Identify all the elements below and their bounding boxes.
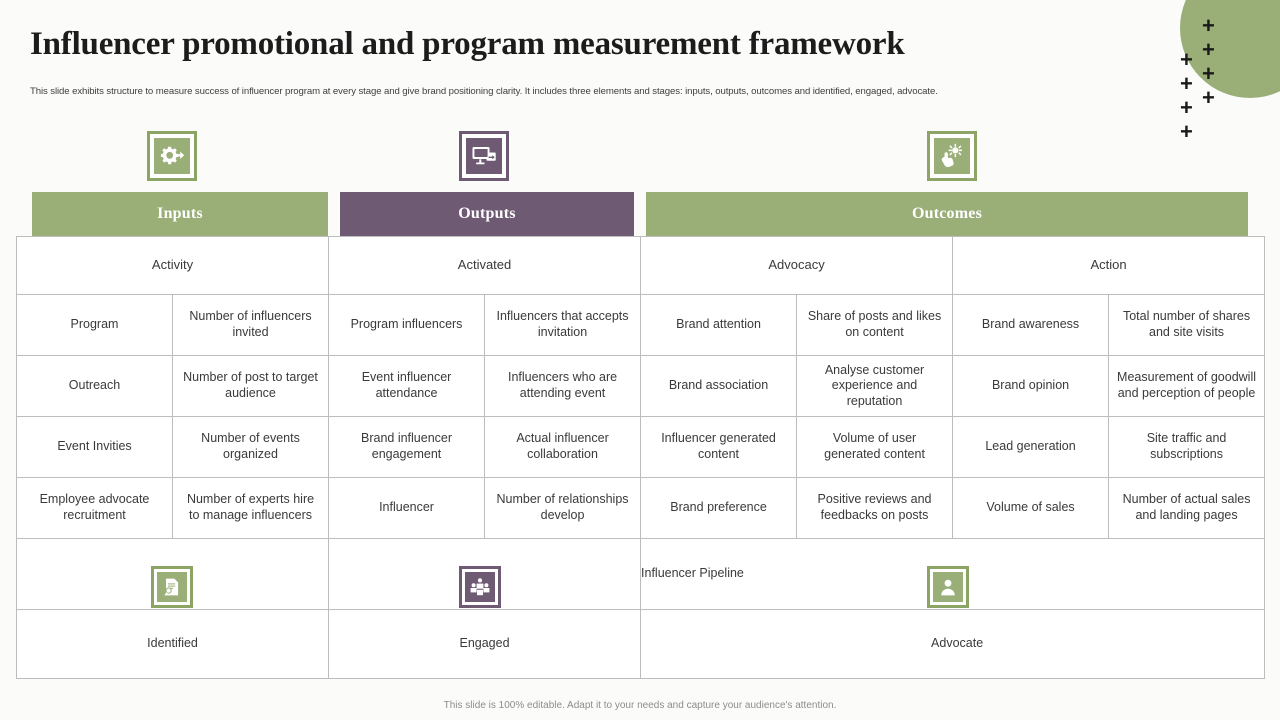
plus-icon: + — [1202, 37, 1215, 62]
page-subtitle: This slide exhibits structure to measure… — [30, 86, 938, 97]
subheader-row: Activity Activated Advocacy Action — [15, 236, 1266, 295]
plus-icon: + — [1202, 13, 1215, 38]
cell: Brand awareness — [952, 294, 1110, 356]
cell: Influencer — [328, 477, 486, 539]
cell: Analyse customer experience and reputati… — [796, 355, 954, 417]
cell: Brand opinion — [952, 355, 1110, 417]
cell: Brand influencer engagement — [328, 416, 486, 478]
cell: Number of relationships develop — [484, 477, 642, 539]
cell: Volume of sales — [952, 477, 1110, 539]
table-row: Program Number of influencers invited Pr… — [16, 294, 1266, 356]
cell: Positive reviews and feedbacks on posts — [796, 477, 954, 539]
band-header-row: Inputs Outputs Outcomes — [16, 192, 1264, 236]
table-row: Outreach Number of post to target audien… — [16, 355, 1266, 417]
pipeline-stage-advocate[interactable]: Advocate — [640, 609, 1266, 679]
cell: Number of influencers invited — [171, 294, 330, 356]
cell: Share of posts and likes on content — [796, 294, 954, 356]
cell: Program influencers — [328, 294, 486, 356]
band-outputs[interactable]: Outputs — [340, 192, 634, 236]
table-row: Event Invities Number of events organize… — [16, 416, 1266, 478]
cell: Influencer generated content — [640, 416, 798, 478]
hand-touch-star-icon — [934, 138, 970, 174]
cell: Number of actual sales and landing pages — [1108, 477, 1266, 539]
cell: Number of post to target audience — [171, 355, 330, 417]
monitor-share-icon-badge[interactable] — [459, 131, 509, 181]
band-outcomes[interactable]: Outcomes — [646, 192, 1248, 236]
cell: Site traffic and subscriptions — [1108, 416, 1266, 478]
cell: Program — [16, 294, 173, 356]
subheader-activated: Activated — [328, 236, 642, 295]
cell: Influencers who are attending event — [484, 355, 642, 417]
cell: Brand attention — [640, 294, 798, 356]
plus-icon: + — [1180, 95, 1193, 120]
cell: Number of events organized — [171, 416, 330, 478]
cell: Outreach — [16, 355, 173, 417]
monitor-share-icon — [466, 138, 502, 174]
document-search-icon — [157, 572, 187, 602]
band-inputs[interactable]: Inputs — [32, 192, 328, 236]
pipeline-stage-identified[interactable]: Identified — [15, 609, 330, 679]
gear-arrow-icon-badge[interactable] — [147, 131, 197, 181]
user-profile-icon-badge[interactable] — [927, 566, 969, 608]
plus-icon: + — [1202, 61, 1215, 86]
pipeline-label-row: Influencer Pipeline — [15, 538, 1266, 610]
document-search-icon-badge[interactable] — [151, 566, 193, 608]
page-title: Influencer promotional and program measu… — [30, 26, 905, 62]
cell: Event influencer attendance — [328, 355, 486, 417]
plus-icon: + — [1202, 85, 1215, 110]
cell: Volume of user generated content — [796, 416, 954, 478]
subheader-action: Action — [952, 236, 1266, 295]
plus-icon: + — [1180, 71, 1193, 96]
cell: Influencers that accepts invitation — [484, 294, 642, 356]
top-icon-row — [16, 131, 1264, 185]
plus-icon: + — [1180, 47, 1193, 72]
pipeline-stage-engaged[interactable]: Engaged — [328, 609, 642, 679]
cell: Employee advocate recruitment — [16, 477, 173, 539]
subheader-advocacy: Advocacy — [640, 236, 954, 295]
table-row: Employee advocate recruitment Number of … — [16, 477, 1266, 539]
plus-icon: + — [1180, 119, 1193, 144]
gear-arrow-icon — [154, 138, 190, 174]
measurement-matrix: Activity Activated Advocacy Action Progr… — [15, 236, 1266, 679]
people-group-icon-badge[interactable] — [459, 566, 501, 608]
pipeline-icon-overlay — [16, 566, 1264, 616]
subheader-activity: Activity — [15, 236, 330, 295]
cell: Actual influencer collaboration — [484, 416, 642, 478]
cell: Number of experts hire to manage influen… — [171, 477, 330, 539]
pipeline-stage-row: Identified Engaged Advocate — [15, 609, 1266, 679]
cell: Lead generation — [952, 416, 1110, 478]
plus-pattern-decoration: + + + + + + + + — [1180, 8, 1250, 144]
cell: Event Invities — [16, 416, 173, 478]
user-profile-icon — [933, 572, 963, 602]
cell: Brand preference — [640, 477, 798, 539]
cell: Total number of shares and site visits — [1108, 294, 1266, 356]
footer-note: This slide is 100% editable. Adapt it to… — [443, 700, 837, 711]
hand-touch-star-icon-badge[interactable] — [927, 131, 977, 181]
people-group-icon — [465, 572, 495, 602]
cell: Brand association — [640, 355, 798, 417]
cell: Measurement of goodwill and perception o… — [1108, 355, 1266, 417]
